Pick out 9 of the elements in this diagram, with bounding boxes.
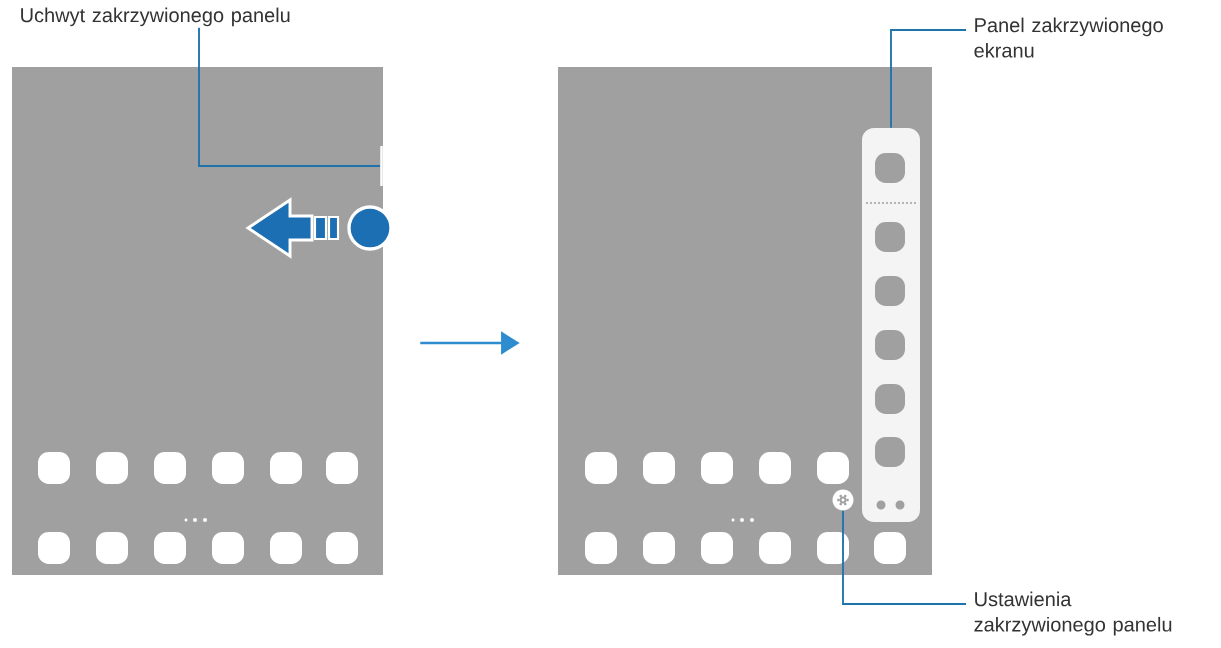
label-text: Uchwyt zakrzywionego panelu (21, 7, 290, 27)
settings-button (832, 489, 854, 511)
label-text: Panel zakrzywionego ekranu (974, 17, 1163, 58)
leader-line (890, 29, 967, 129)
label-text: Ustawienia zakrzywionego panelu (974, 591, 1172, 636)
leader-line (198, 26, 381, 167)
phone-screen (12, 67, 383, 575)
edge-handle (380, 146, 383, 186)
leader-line (842, 509, 967, 605)
